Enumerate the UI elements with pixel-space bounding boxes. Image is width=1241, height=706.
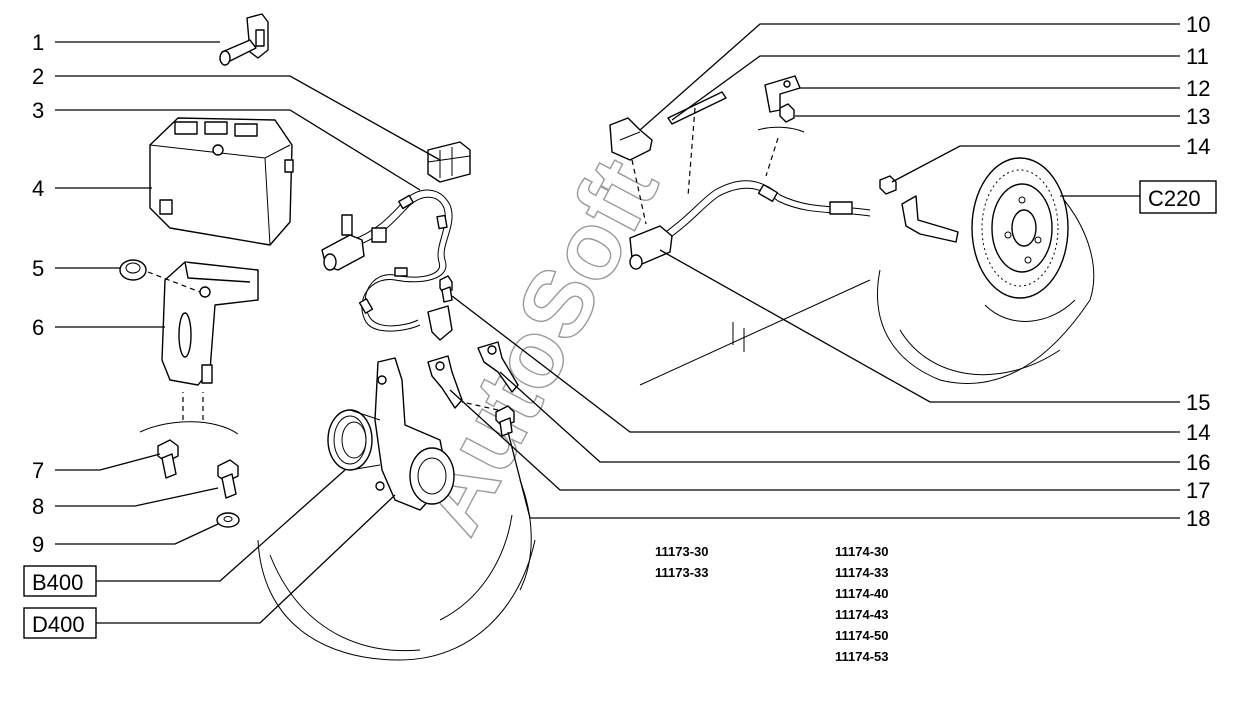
part-14-bolt-rear (879, 175, 897, 195)
callout-8: 8 (32, 494, 44, 519)
model-code: 11174-40 (835, 586, 889, 601)
callout-3: 3 (32, 98, 44, 123)
callout-13: 13 (1186, 104, 1210, 129)
rear-tyre-outline (639, 194, 1095, 386)
part-3-front-sensor-wire (321, 189, 453, 341)
arrow-bolt-18 (461, 401, 499, 411)
part-1-connector-clip (219, 13, 269, 66)
model-code: 11173-33 (655, 565, 709, 580)
ref-c220: C220 (1148, 186, 1201, 211)
callout-5: 5 (32, 256, 44, 281)
part-7-bolt (157, 439, 179, 479)
callout-16: 16 (1186, 450, 1210, 475)
ref-b400: B400 (32, 570, 83, 595)
callout-12: 12 (1186, 76, 1210, 101)
ref-box-c220 (1139, 180, 1217, 214)
hub-bearing (327, 409, 381, 471)
callout-7: 7 (32, 458, 44, 483)
model-code: 11174-53 (835, 649, 889, 664)
callout-14-rear: 14 (1186, 134, 1210, 159)
callout-18: 18 (1186, 506, 1210, 531)
callout-9: 9 (32, 532, 44, 557)
part-17-sensor-bracket (427, 355, 463, 409)
part-4-abs-modulator (149, 117, 294, 246)
part-5-grommet (119, 259, 147, 281)
part-10-clip (609, 117, 653, 161)
arrow-grommet (147, 271, 201, 293)
callout-2: 2 (32, 64, 44, 89)
callout-4: 4 (32, 176, 44, 201)
model-code: 11173-30 (655, 544, 709, 559)
callout-10: 10 (1186, 12, 1210, 37)
callout-1: 1 (32, 30, 44, 55)
part-12-bracket (764, 75, 801, 113)
part-11-cable-tie (667, 91, 727, 125)
part-2-rubber-bush (427, 141, 471, 183)
callout-15: 15 (1186, 390, 1210, 415)
part-18-bolt (495, 405, 515, 437)
rear-bracket-arc (757, 126, 805, 133)
ref-d400: D400 (32, 612, 85, 637)
model-code: 11174-33 (835, 565, 889, 580)
front-tyre-outline (257, 479, 536, 661)
steering-knuckle (374, 357, 455, 511)
part-6-bracket (161, 261, 259, 386)
rear-sensor-wire (629, 180, 959, 270)
part-8-bolt (217, 459, 239, 499)
model-code: 11174-50 (835, 628, 889, 643)
model-code: 11174-43 (835, 607, 889, 622)
rear-tone-ring (971, 157, 1069, 299)
part-13-bolt (779, 103, 795, 123)
arrow-clip-10 (631, 159, 647, 225)
callout-11: 11 (1186, 44, 1209, 69)
ref-box-d400 (23, 607, 97, 639)
callout-17: 17 (1186, 478, 1210, 503)
arrow-bracket-12 (765, 137, 779, 177)
bolt-group-arc (139, 421, 239, 435)
arrow-tie-11 (687, 107, 696, 197)
ref-box-b400 (23, 565, 97, 597)
part-14-bolt-front (439, 275, 453, 303)
callout-14-front: 14 (1186, 420, 1210, 445)
model-code: 11174-30 (835, 544, 889, 559)
part-9-washer (216, 512, 240, 528)
callout-6: 6 (32, 315, 44, 340)
